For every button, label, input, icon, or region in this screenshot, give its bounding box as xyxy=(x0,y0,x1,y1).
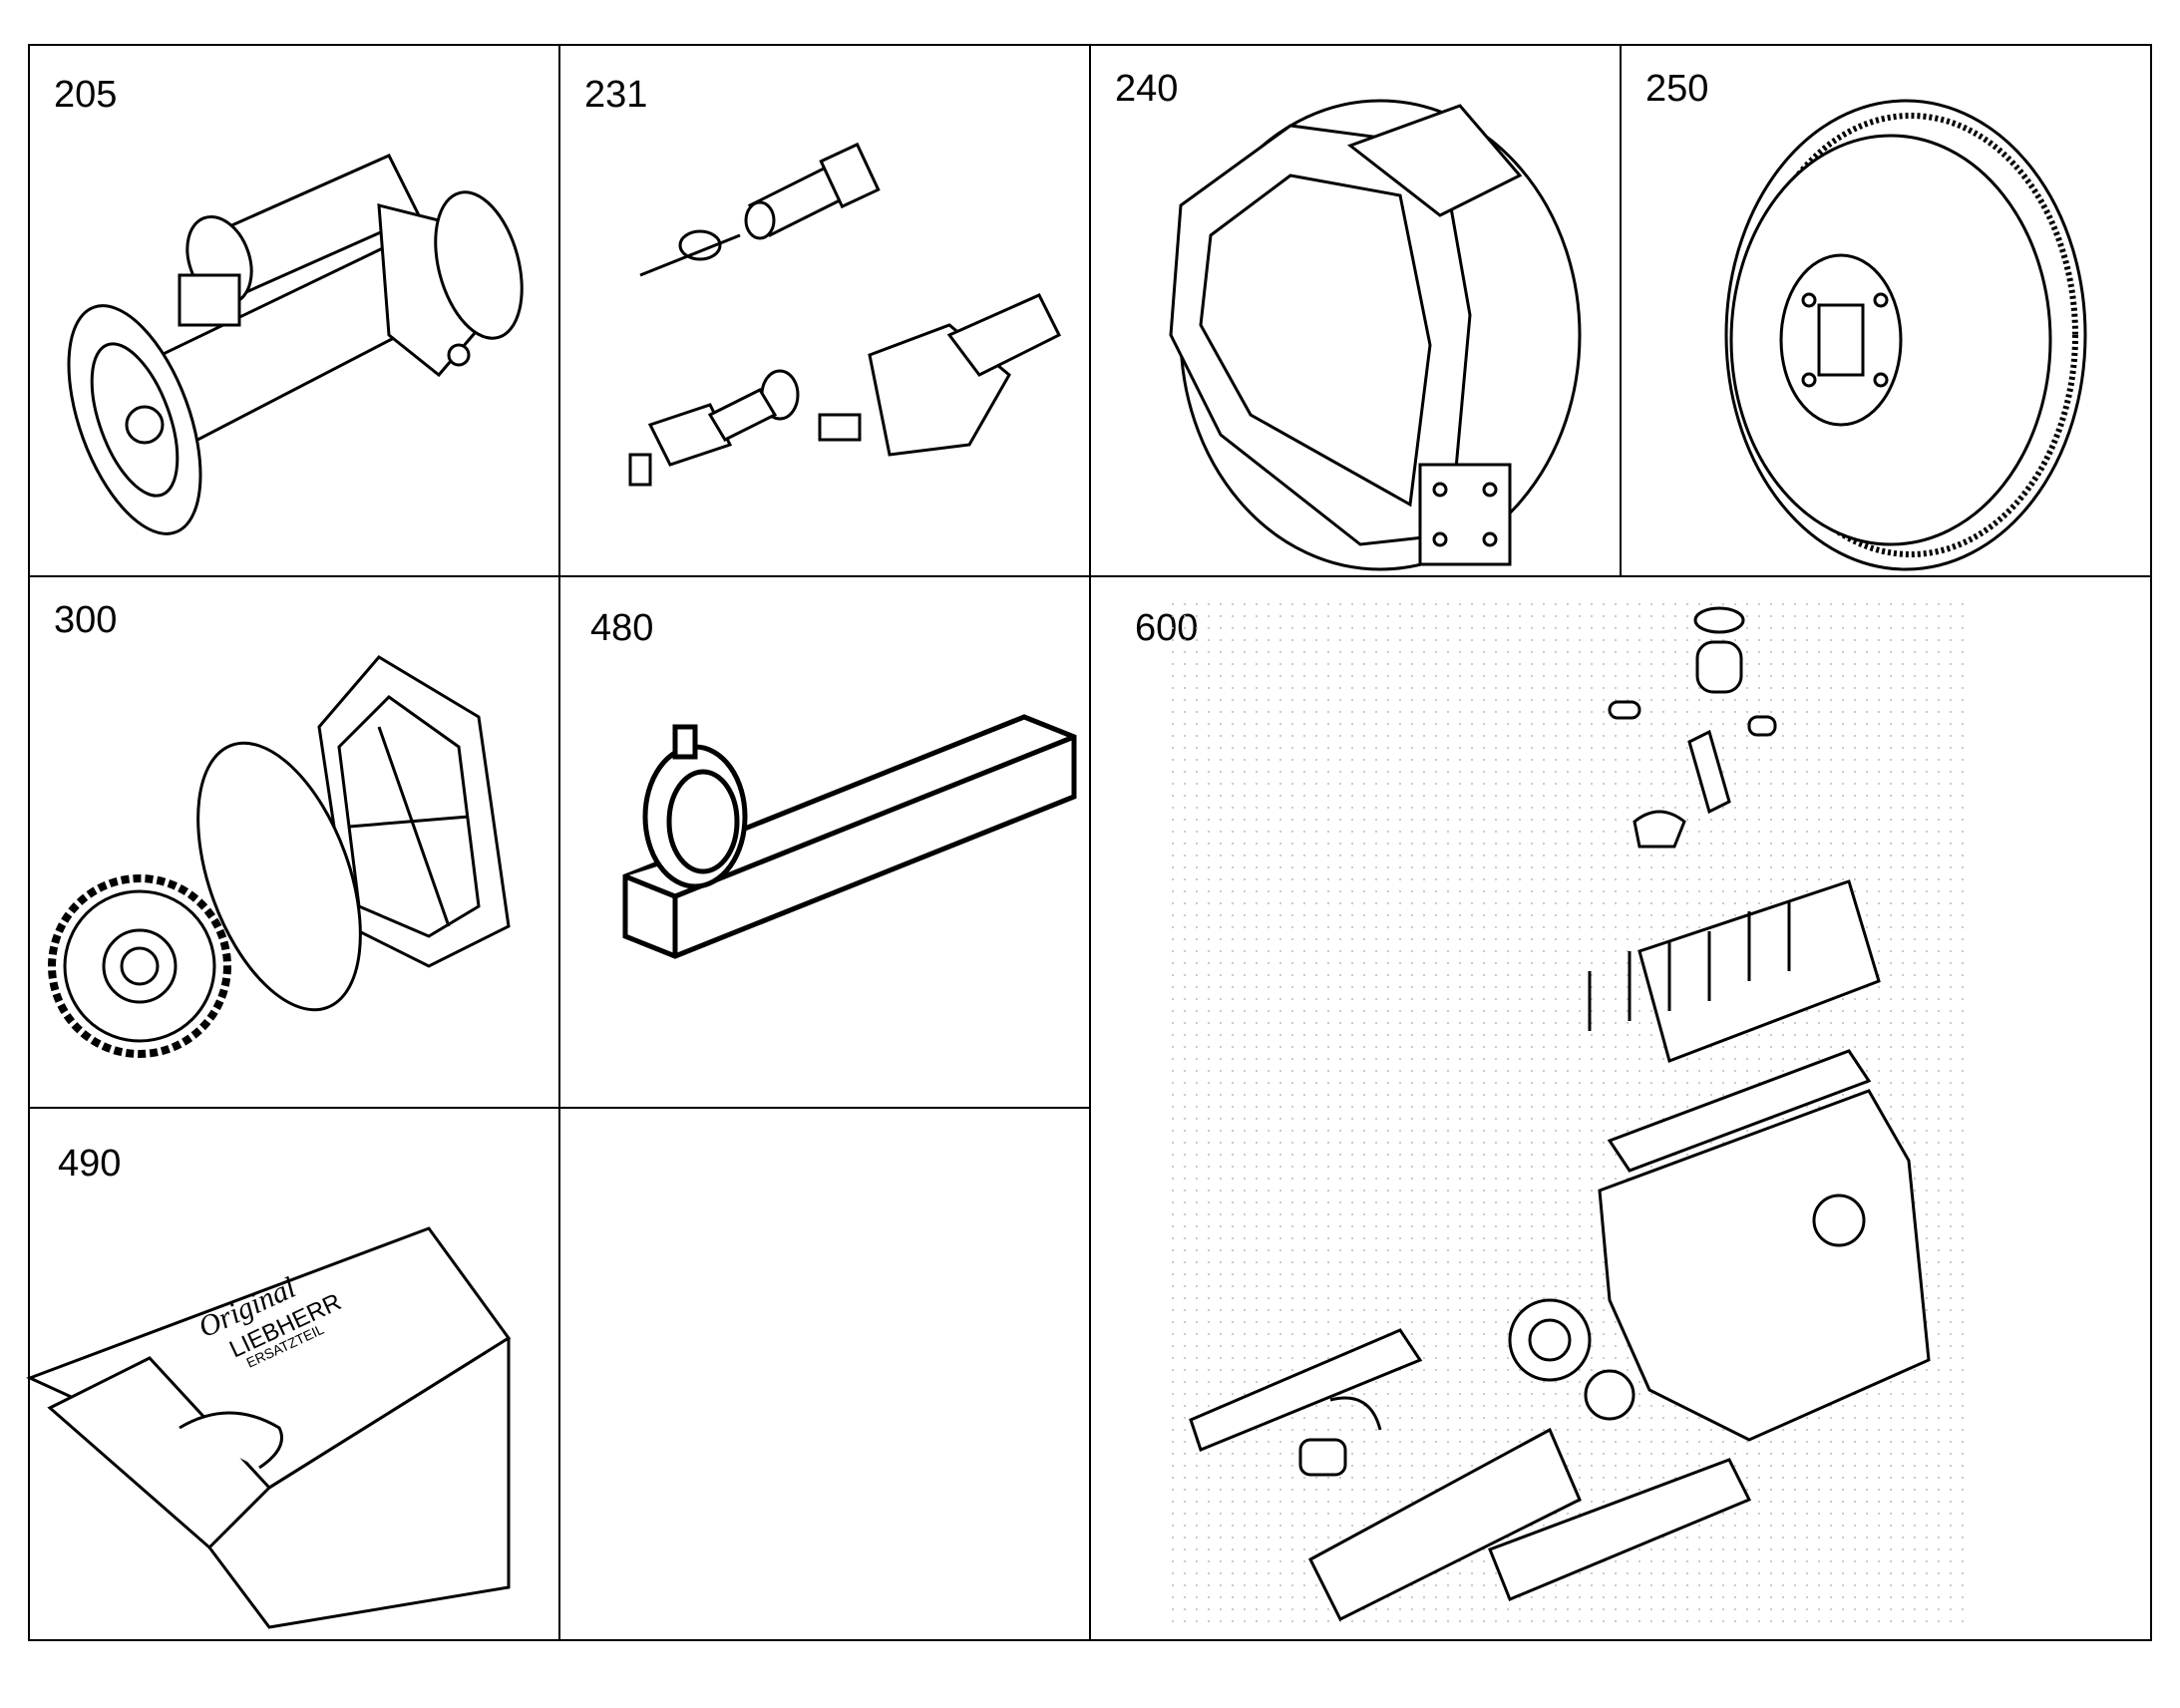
part-number-490: 490 xyxy=(58,1143,122,1185)
part-number-240: 240 xyxy=(1115,68,1179,110)
panel-205[interactable]: 205 xyxy=(28,44,560,577)
gear-gasket-cover-icon xyxy=(50,627,558,1076)
part-number-205: 205 xyxy=(54,74,118,116)
part-number-250: 250 xyxy=(1645,68,1709,110)
panel-250[interactable]: 250 xyxy=(1620,44,2152,577)
part-number-231: 231 xyxy=(584,74,648,116)
spare-parts-box-icon: Original LIEBHERR ERSATZTEIL xyxy=(30,1189,562,1627)
flywheel-housing-icon xyxy=(1141,86,1610,574)
sensor-kit-icon xyxy=(590,126,1079,554)
panel-600[interactable]: 600 xyxy=(1089,575,2152,1641)
engine-exploded-view-icon xyxy=(1171,602,1969,1629)
panel-231[interactable]: 231 xyxy=(558,44,1091,577)
panel-480[interactable]: 480 xyxy=(558,575,1091,1109)
panel-240[interactable]: 240 xyxy=(1089,44,1622,577)
part-number-480: 480 xyxy=(590,607,654,649)
part-number-300: 300 xyxy=(54,599,118,641)
oil-filter-bracket-icon xyxy=(585,687,1074,966)
panel-300[interactable]: 300 xyxy=(28,575,560,1109)
starter-motor-icon xyxy=(60,96,558,564)
flywheel-icon xyxy=(1691,91,2110,579)
panel-empty xyxy=(558,1107,1091,1641)
panel-490[interactable]: 490 Original LIEBHERR ERSATZTEIL xyxy=(28,1107,560,1641)
